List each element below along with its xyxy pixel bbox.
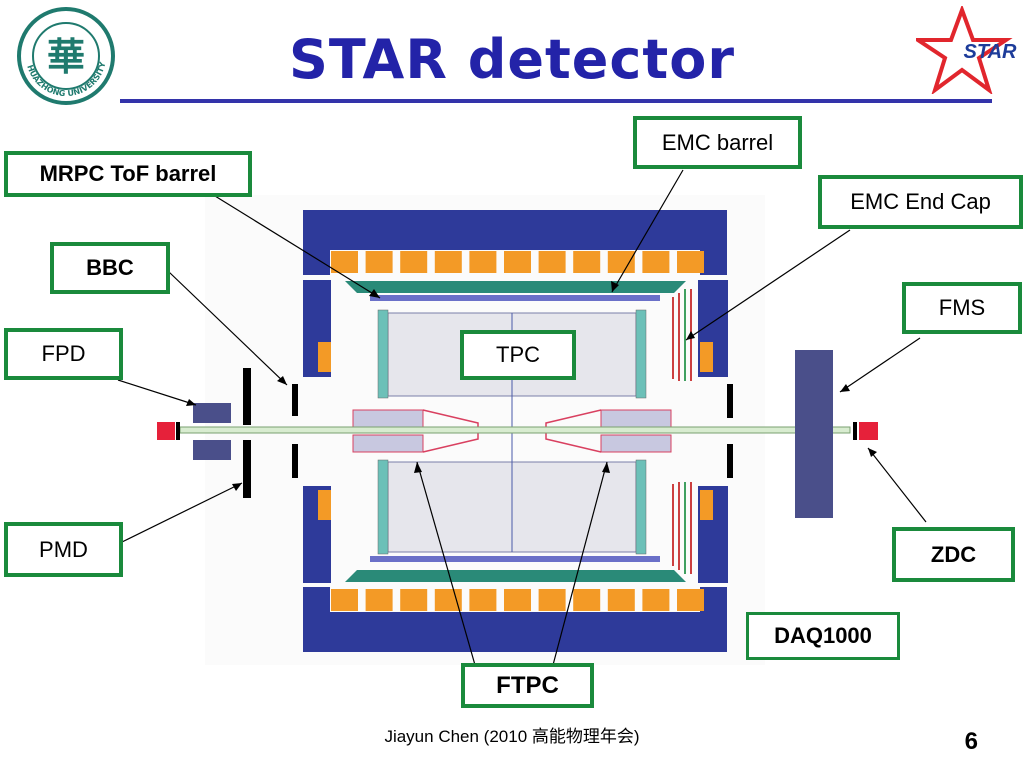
bbc-right-lower (727, 444, 733, 478)
emc-block-top-3 (400, 251, 428, 273)
ftpc-left-lower (352, 434, 424, 453)
emc-block-bottom-4 (434, 589, 462, 611)
emc-block-bottom-7 (538, 589, 566, 611)
zdc-right (859, 422, 878, 440)
slide-footer: Jiayun Chen (2010 高能物理年会) (384, 727, 640, 746)
label-mrpc-tof-barrel: MRPC ToF barrel (4, 151, 252, 197)
emc-block-top-10 (642, 251, 670, 273)
pole-tip-left-upper-insert (318, 342, 331, 372)
fpd-upper (193, 403, 231, 423)
emc-block-top-2 (365, 251, 393, 273)
callout-ftpc-left (416, 461, 476, 666)
emc-block-bottom-2 (365, 589, 393, 611)
emc-block-bottom-10 (642, 589, 670, 611)
emc-block-top-11 (677, 251, 704, 273)
callout-fpd (117, 379, 197, 406)
callout-lines (117, 169, 927, 666)
callout-fms (839, 337, 921, 393)
ftpc-right-upper (600, 409, 672, 428)
label-emc-barrel: EMC barrel (633, 116, 802, 169)
magnet-yoke-bottom (303, 587, 727, 652)
star-logo: STAR (916, 6, 1018, 94)
beam-pipe (179, 426, 851, 434)
magnet-yoke-top (303, 210, 727, 275)
bbc-right-upper (727, 384, 733, 418)
bbc-left-upper (292, 384, 298, 416)
zdc-right-plate (853, 422, 857, 440)
title-divider (120, 99, 992, 103)
slide-title: STAR detector (289, 28, 735, 91)
pole-tip-right-lower-insert (700, 490, 713, 520)
label-bbc: BBC (50, 242, 170, 294)
emc-barrel-band-bottom (345, 570, 686, 582)
callout-zdc (867, 447, 927, 523)
label-daq1000: DAQ1000 (746, 612, 900, 660)
callout-ftpc-right (552, 461, 608, 666)
emc-block-bottom-5 (469, 589, 497, 611)
emc-block-bottom-3 (400, 589, 428, 611)
tof-band-top (370, 295, 660, 301)
label-ftpc: FTPC (461, 663, 594, 708)
pole-tip-left-lower-insert (318, 490, 331, 520)
emc-barrel-blocks-bottom (331, 589, 704, 611)
callout-arrowheads (186, 281, 877, 491)
callout-pmd (121, 482, 243, 543)
tpc-endcap-sectors (377, 309, 647, 555)
emc-block-top-7 (538, 251, 566, 273)
star-logo-text: STAR (964, 41, 1018, 63)
emc-block-top-8 (573, 251, 601, 273)
label-zdc: ZDC (892, 527, 1015, 582)
emc-block-top-4 (434, 251, 462, 273)
emc-block-top-1 (331, 251, 358, 273)
tof-band-bottom (370, 556, 660, 562)
emc-block-bottom-8 (573, 589, 601, 611)
emc-barrel-blocks-top (331, 251, 704, 273)
emc-block-bottom-11 (677, 589, 704, 611)
label-fms: FMS (902, 282, 1022, 334)
label-emc-end-cap: EMC End Cap (818, 175, 1023, 229)
pole-tip-right-upper-insert (700, 342, 713, 372)
label-pmd: PMD (4, 522, 123, 577)
emc-barrel-band-top (345, 281, 686, 293)
label-fpd: FPD (4, 328, 123, 380)
pmd-upper (243, 368, 251, 425)
callout-emc-barrel (611, 169, 684, 293)
fms-block (795, 350, 833, 518)
label-tpc: TPC (460, 330, 576, 380)
huazhong-university-logo: HUAZHONG UNIVERSITY 華 (17, 7, 115, 105)
ftpc-right-lower (600, 434, 672, 453)
pmd-lower (243, 440, 251, 498)
page-number: 6 (964, 728, 978, 755)
emc-block-bottom-6 (504, 589, 531, 611)
university-glyph: 華 (47, 34, 85, 79)
emc-block-bottom-1 (331, 589, 358, 611)
fpd-lower (193, 440, 231, 460)
emc-block-top-9 (607, 251, 635, 273)
callout-emc-endcap (685, 229, 851, 341)
emc-block-top-6 (504, 251, 531, 273)
emc-block-bottom-9 (607, 589, 635, 611)
emc-block-top-5 (469, 251, 497, 273)
callout-bbc (168, 271, 288, 386)
zdc-left-plate (176, 422, 180, 440)
bbc-left-lower (292, 444, 298, 478)
ftpc-left-upper (352, 409, 424, 428)
callout-mrpc (214, 195, 381, 299)
zdc-left (157, 422, 175, 440)
